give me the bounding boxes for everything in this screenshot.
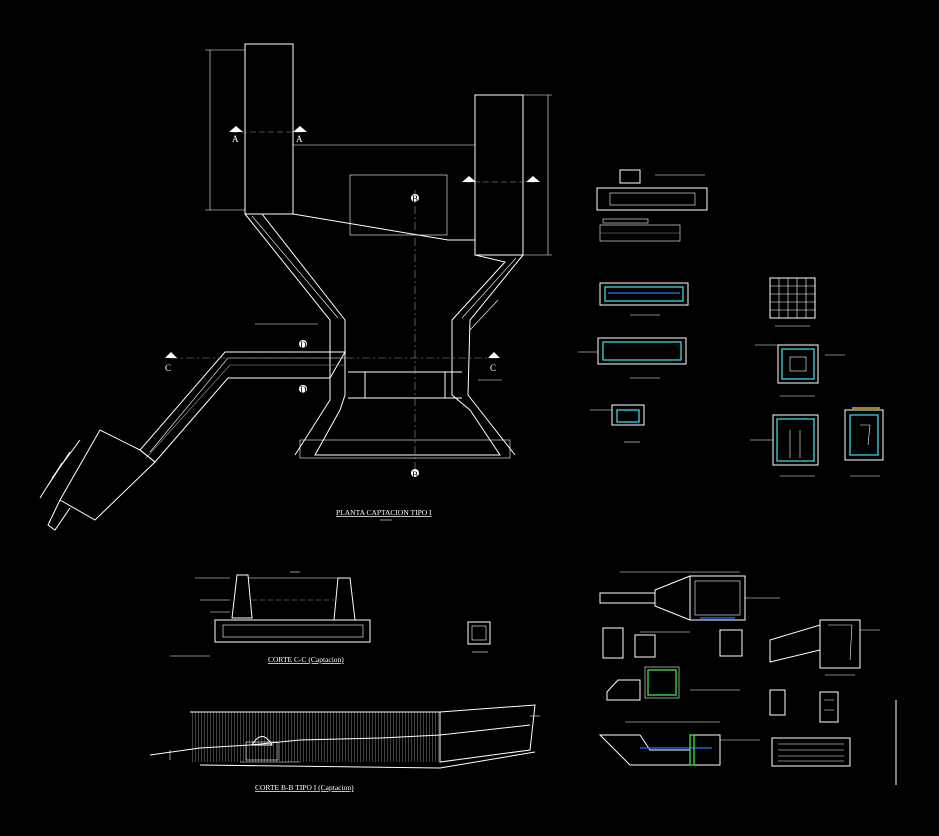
left-wing-wall: [244, 43, 294, 215]
section-marker-c-left: C: [165, 363, 171, 373]
outlet-box: [59, 429, 156, 521]
section-marker-a-left: A: [232, 134, 239, 144]
section-cc-title: CORTE C-C (Captacion): [268, 655, 344, 664]
section-marker-b-top: B: [412, 194, 418, 204]
main-plan-view: A A B B C C D D PLANTA CAPTACION TIPO I: [39, 43, 552, 531]
section-marker-a-right: A: [296, 134, 303, 144]
stone-basin: [260, 213, 506, 456]
section-marker-c-right: C: [490, 363, 496, 373]
main-plan-title: PLANTA CAPTACION TIPO I: [336, 508, 432, 517]
section-marker-b-bottom: B: [412, 470, 418, 480]
intake-gate: [364, 371, 446, 399]
detail-top-right: [578, 169, 884, 477]
section-bb: CORTE B-B TIPO I (Captacion): [149, 704, 540, 792]
right-wing-wall: [474, 94, 524, 256]
section-cc: CORTE C-C (Captacion): [170, 571, 491, 664]
section-bb-title: CORTE B-B TIPO I (Captacion): [255, 783, 354, 792]
section-marker-d-bottom: D: [300, 385, 307, 395]
section-marker-d-top: D: [300, 340, 307, 350]
detail-bottom-right: [598, 571, 897, 785]
